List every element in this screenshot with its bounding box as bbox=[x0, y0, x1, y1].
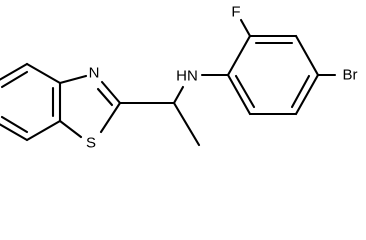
bond-double-inner bbox=[0, 70, 29, 89]
bond bbox=[0, 62, 29, 81]
benzothiazole-benzene-ring bbox=[0, 62, 62, 142]
bond bbox=[0, 123, 29, 142]
amine-nh-label: HN bbox=[176, 68, 198, 85]
bond bbox=[58, 74, 88, 85]
fluoro-bromo-phenyl-ring bbox=[200, 18, 337, 116]
fluorine-atom-label: F bbox=[231, 4, 240, 21]
bromine-atom-label: Br bbox=[343, 67, 358, 84]
bond bbox=[294, 34, 320, 77]
bond bbox=[58, 119, 83, 139]
chemical-structure: N S HN F Br bbox=[0, 4, 358, 152]
ethyl-linker bbox=[118, 85, 201, 147]
bond bbox=[25, 119, 62, 142]
bond bbox=[226, 34, 252, 77]
bond bbox=[99, 101, 122, 134]
methyl-bond bbox=[172, 101, 201, 147]
bond bbox=[100, 80, 122, 105]
sulfur-atom-label: S bbox=[86, 135, 96, 152]
bond bbox=[25, 62, 62, 85]
bond bbox=[294, 73, 320, 116]
thiazole-ring bbox=[58, 74, 122, 139]
bond-double-inner bbox=[0, 115, 29, 134]
nitrogen-atom-label: N bbox=[89, 65, 100, 82]
bond bbox=[172, 85, 185, 105]
bond-double-inner bbox=[234, 74, 256, 109]
fluorine-bond bbox=[239, 18, 252, 38]
bond-double-inner bbox=[290, 74, 311, 109]
bond bbox=[226, 73, 252, 116]
bond-double-inner bbox=[96, 87, 114, 107]
